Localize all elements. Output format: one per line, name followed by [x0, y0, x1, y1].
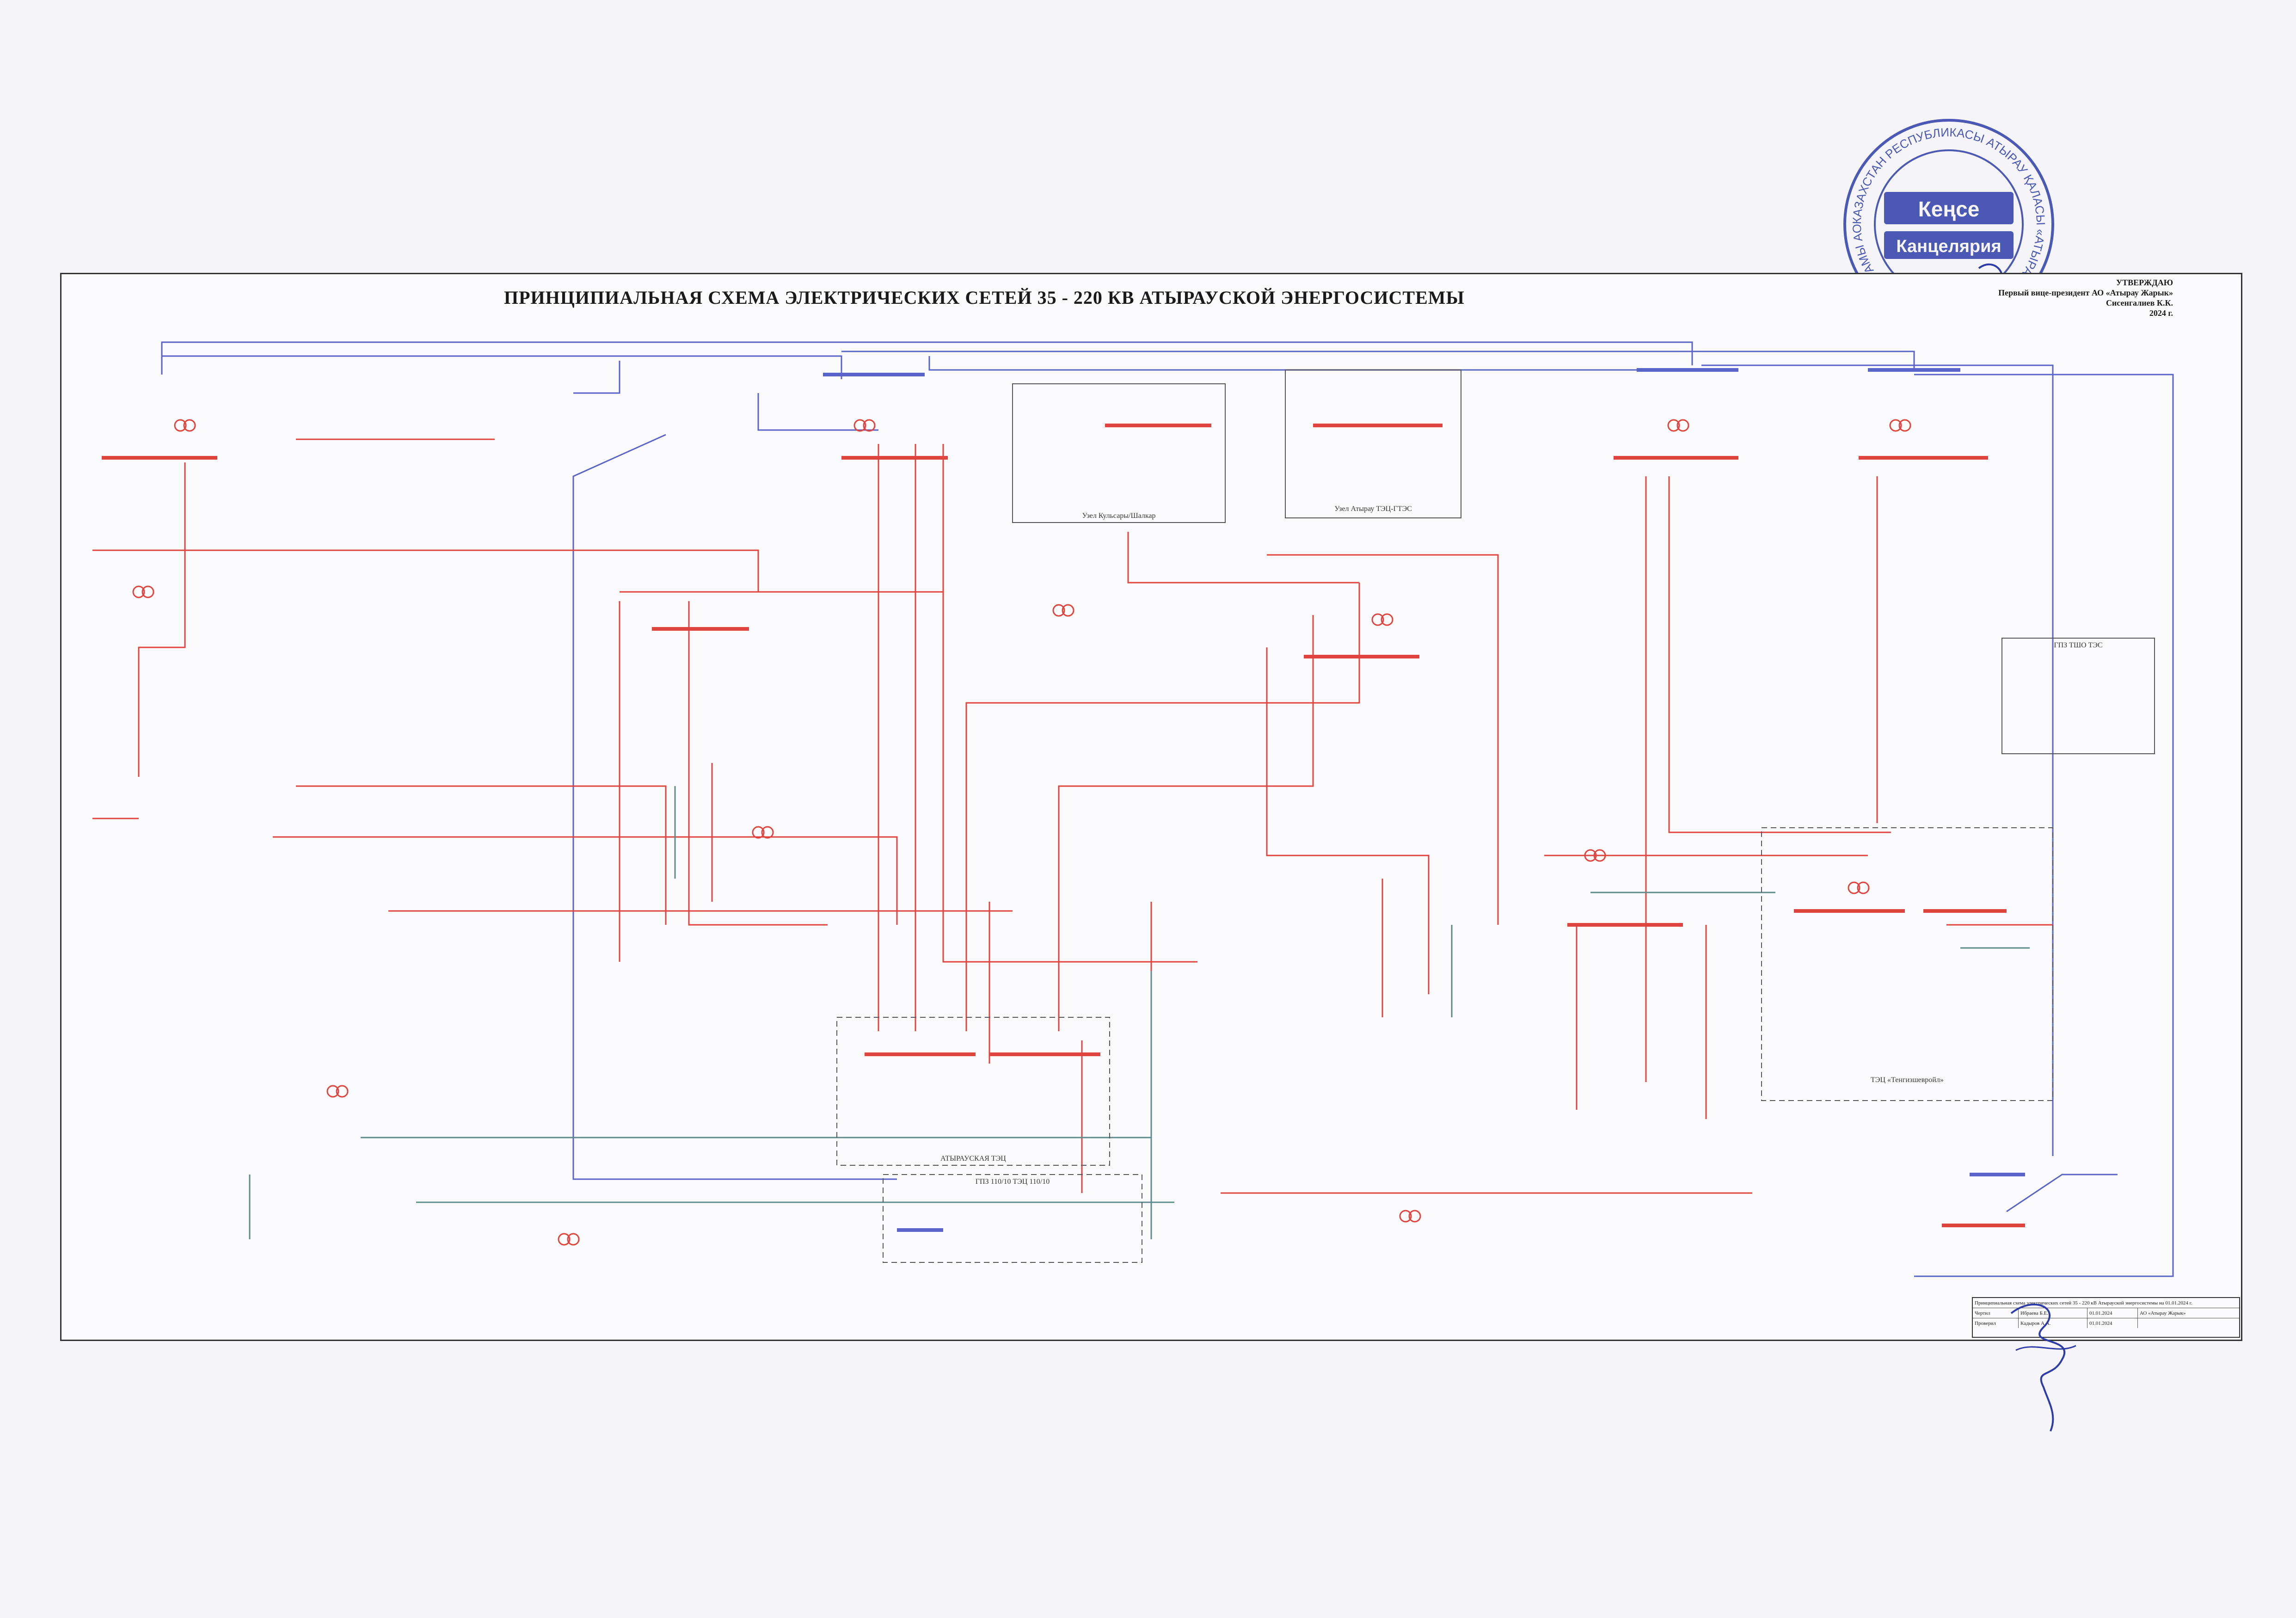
title-block: Принципиальная схема электрических сетей…	[1972, 1297, 2240, 1338]
box-label-5: АТЫРАУСКАЯ ТЭЦ	[940, 1155, 1006, 1163]
checked-by-name: Кадыров А.А.	[2019, 1318, 2087, 1328]
approval-heading: УТВЕРЖДАЮ	[2116, 278, 2173, 287]
busbar-group	[102, 368, 2025, 1232]
substation-box-group	[1012, 369, 2155, 754]
box-label-4: ТЭЦ «Тенгизшевройл»	[1871, 1076, 1944, 1084]
diagram-title: ПРИНЦИПИАЛЬНАЯ СХЕМА ЭЛЕКТРИЧЕСКИХ СЕТЕЙ…	[504, 287, 1465, 308]
box-label-6: ГПЗ 110/10 ТЭЦ 110/10	[976, 1178, 1050, 1186]
checked-date: 01.01.2024	[2087, 1318, 2138, 1328]
drawn-by-name: Ибраева Б.Е.	[2019, 1308, 2087, 1318]
stamp-center-line1: Кеңсе	[1918, 197, 1980, 221]
stamp-center-line2: Канцелярия	[1896, 237, 2001, 256]
drawn-by-label: Чертил	[1973, 1308, 2019, 1318]
drawn-date: 01.01.2024	[2087, 1308, 2138, 1318]
handwritten-signature-icon	[2010, 1304, 2076, 1432]
box-label-2: Узел Атырау ТЭЦ-ГТЭС	[1334, 505, 1412, 513]
line-220kv-group	[161, 341, 2174, 1277]
dashed-box-group	[836, 827, 2053, 1263]
box-label-3: ГПЗ ТШО ТЭС	[2054, 641, 2102, 649]
box-label-group: Узел Кульсары/Шалкар Узел Атырау ТЭЦ-ГТЭ…	[940, 505, 2102, 1186]
network-schematic: Узел Кульсары/Шалкар Узел Атырау ТЭЦ-ГТЭ…	[92, 341, 2174, 1277]
title-block-row-3: Проверил Кадыров А.А. 01.01.2024	[1973, 1318, 2239, 1328]
checked-by-label: Проверил	[1973, 1318, 2019, 1328]
title-block-row-2: Чертил Ибраева Б.Е. 01.01.2024 АО «Атыра…	[1973, 1308, 2239, 1318]
approval-name: Сисенгалиев К.К.	[2106, 298, 2173, 308]
line-35kv-group	[249, 786, 2030, 1239]
approval-block: УТВЕРЖДАЮ Первый вице-президент АО «Атыр…	[1951, 277, 2173, 318]
line-110kv-group	[92, 438, 2053, 1194]
approval-position: Первый вице-президент АО «Атырау Жарык»	[1998, 288, 2173, 297]
approval-year: 2024 г.	[2149, 308, 2173, 318]
transformer-symbol-group	[132, 419, 1911, 1246]
company-name: АО «Атырау Жарык»	[2140, 1310, 2186, 1316]
box-label-1: Узел Кульсары/Шалкар	[1082, 512, 1156, 520]
title-block-blank	[2138, 1318, 2239, 1328]
